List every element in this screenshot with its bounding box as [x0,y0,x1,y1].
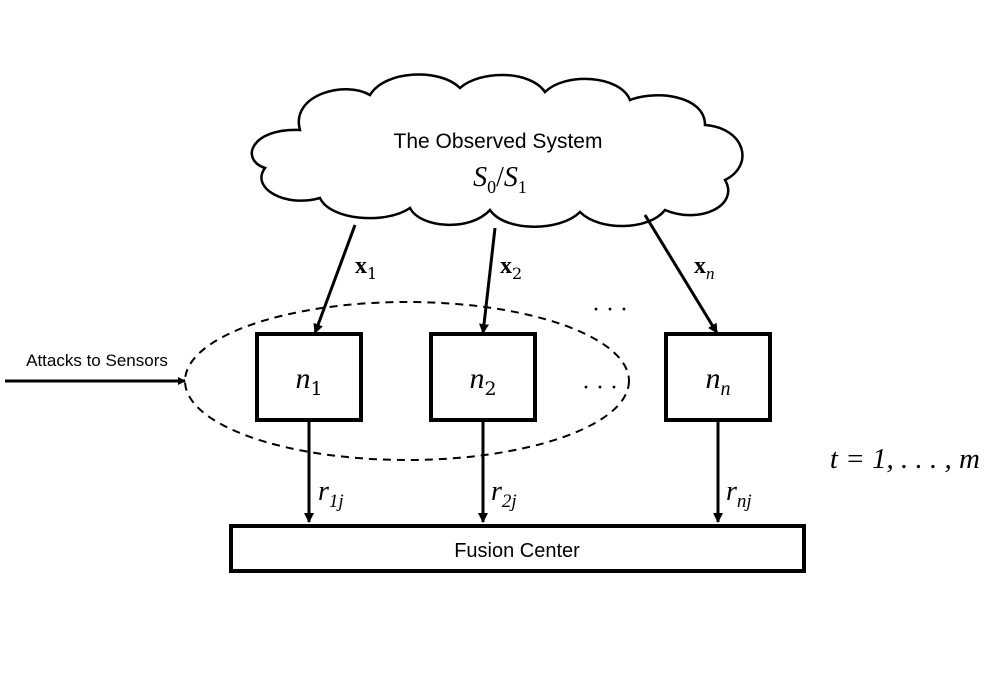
report-label-n: rnj [726,476,752,512]
observation-arrow-2 [479,227,497,334]
fusion-center-label: Fusion Center [454,540,580,562]
observation-label-2: x2 [500,253,522,283]
sensor-node-2: n2 [429,332,537,422]
observation-arrows [313,214,719,334]
sensor-box-n [664,332,772,422]
fusion-center-box [229,524,806,573]
sensor-box-2 [429,332,537,422]
fusion-center: Fusion Center [229,524,806,573]
report-arrows [304,422,723,523]
sensor-node-1: n1 [255,332,363,422]
system-states-label: S0/S1 [473,162,527,197]
sensor-box-1 [255,332,363,422]
cloud-shape [250,73,744,228]
time-range-label: t = 1, . . . , m [830,443,980,475]
observation-arrow-1 [313,224,357,334]
attacked-sensors-region [184,301,630,461]
observation-arrow-n [643,214,719,334]
ellipsis-mid: · · · [583,376,618,401]
report-label-2: r2j [491,476,517,512]
ellipsis-top: · · · [593,298,628,323]
cloud-title: The Observed System [394,130,603,153]
attack-label: Attacks to Sensors [26,351,168,370]
observation-label-1: x1 [355,253,377,283]
sensor-label-n: nn [706,362,731,400]
attack-indicator: Attacks to Sensors [5,351,186,385]
observed-system-cloud: The Observed System S0/S1 [250,73,744,228]
observation-label-n: xn [694,253,715,283]
report-label-1: r1j [318,476,344,512]
sensor-label-2: n2 [469,362,496,400]
sensor-node-n: nn [664,332,772,422]
sensor-label-1: n1 [295,362,322,400]
